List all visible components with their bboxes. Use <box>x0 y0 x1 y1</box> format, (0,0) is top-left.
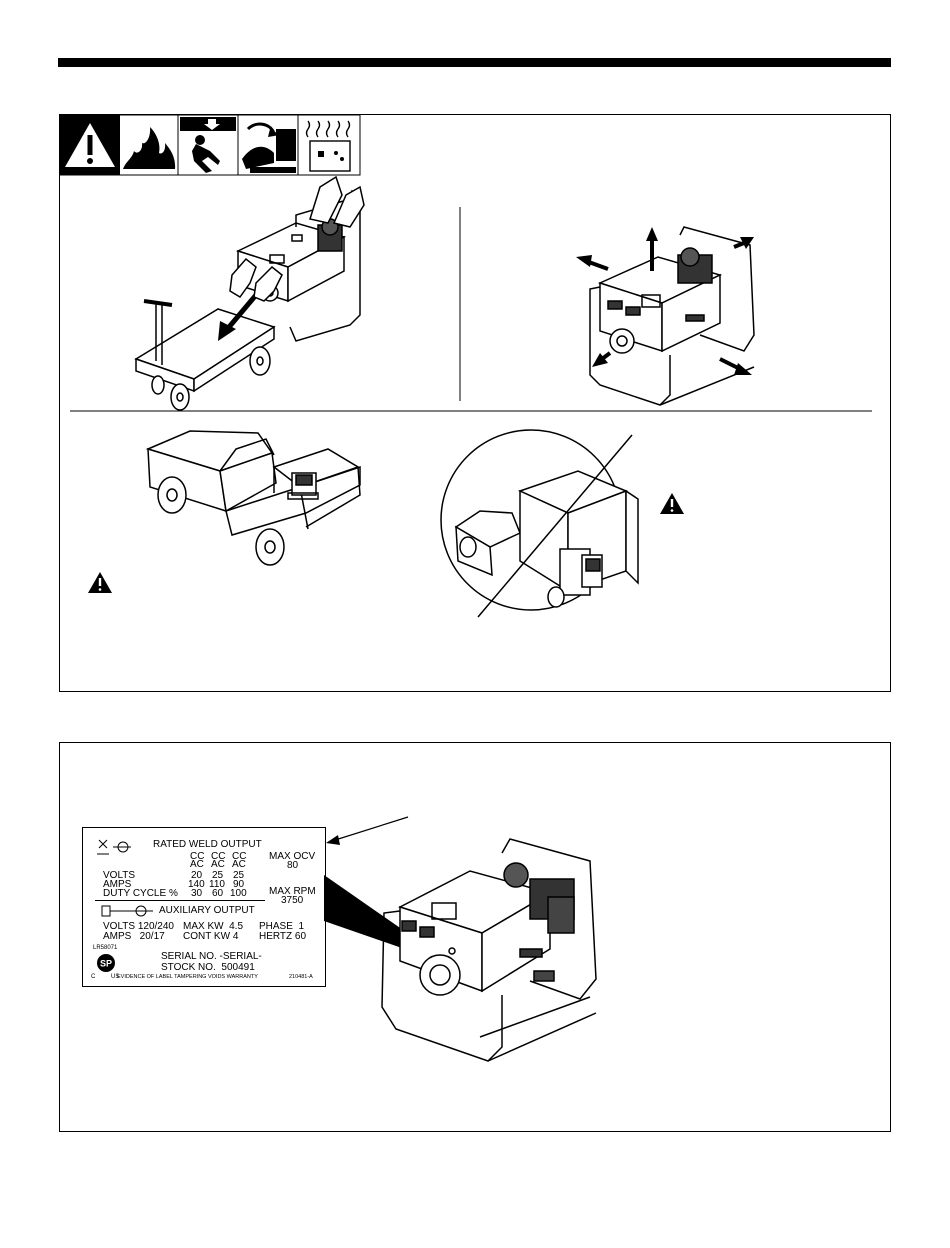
max-rpm-value: 3750 <box>281 895 304 906</box>
warning-triangle-right-icon <box>660 493 684 514</box>
col-header-2-top: CC <box>211 851 226 862</box>
aux-volts: VOLTS 120/240 <box>103 921 174 932</box>
max-ocv-label: MAX OCV <box>269 851 316 862</box>
col-header-1-top: CC <box>190 851 205 862</box>
col-header-3-top: CC <box>232 851 247 862</box>
lifting-strain-icon <box>242 115 299 175</box>
installation-panel <box>59 114 891 692</box>
row-volts-label: VOLTS <box>103 870 136 881</box>
rating-label-location-illustration <box>324 816 597 1062</box>
csa-c: C <box>91 974 96 980</box>
max-ocv-value: 80 <box>287 860 299 871</box>
aux-max-kw: MAX KW 4.5 <box>183 921 244 932</box>
aux-amps: AMPS 20/17 <box>103 931 165 942</box>
csa-logo-mark: SP <box>100 959 112 969</box>
serial-number: SERIAL NO. -SERIAL- <box>161 951 262 962</box>
row-amps-v2: 110 <box>209 879 225 890</box>
label-part-number: 210481-A <box>289 974 313 980</box>
auxiliary-output-title: AUXILIARY OUTPUT <box>159 905 255 916</box>
header-rule <box>58 58 891 67</box>
aux-cont-kw: CONT KW 4 <box>183 931 239 942</box>
row-duty-v3: 100 <box>230 888 247 899</box>
warning-triangle-icon <box>60 115 120 175</box>
row-amps-v3: 90 <box>233 879 245 890</box>
max-rpm-label: MAX RPM <box>269 886 316 897</box>
rated-weld-output-title: RATED WELD OUTPUT <box>153 839 262 850</box>
rating-label: RATED WELD OUTPUT CC AC CC AC CC AC MAX … <box>82 827 326 987</box>
row-amps-label: AMPS <box>103 879 132 890</box>
enclosed-van-prohibited-illustration <box>440 429 639 618</box>
col-header-2-bottom: AC <box>211 859 225 870</box>
stock-number: STOCK NO. 500491 <box>161 962 255 973</box>
auxiliary-output-icon <box>101 905 153 917</box>
hot-surface-icon <box>305 120 351 172</box>
aux-hertz: HERTZ 60 <box>259 931 307 942</box>
fire-hazard-icon <box>123 115 179 175</box>
label-rule <box>95 900 265 901</box>
row-duty-v2: 60 <box>212 888 224 899</box>
aux-phase: PHASE 1 <box>259 921 305 932</box>
lr-number: LR58071 <box>93 945 118 951</box>
row-duty-v1: 30 <box>191 888 203 899</box>
falling-equipment-icon <box>180 115 239 175</box>
row-duty-label: DUTY CYCLE % <box>103 888 178 899</box>
warranty-notice: EVIDENCE OF LABEL TAMPERING VOIDS WARRAN… <box>117 974 258 980</box>
row-volts-v2: 25 <box>212 870 224 881</box>
row-volts-v1: 20 <box>191 870 203 881</box>
csa-logo: SP <box>97 954 115 972</box>
installation-illustrations <box>59 114 872 618</box>
hazard-symbol-strip <box>59 114 361 176</box>
rating-label-panel: RATED WELD OUTPUT CC AC CC AC CC AC MAX … <box>59 742 891 1132</box>
lift-onto-cart-illustration <box>134 175 365 411</box>
pickup-truck-illustration <box>145 430 361 566</box>
weld-output-icon <box>97 839 131 855</box>
row-amps-v1: 140 <box>188 879 205 890</box>
col-header-3-bottom: AC <box>232 859 246 870</box>
clearance-illustration <box>576 226 755 406</box>
csa-us: US <box>111 974 120 980</box>
col-header-1-bottom: AC <box>190 859 204 870</box>
row-volts-v3: 25 <box>233 870 245 881</box>
warning-triangle-small-icon <box>88 572 112 593</box>
